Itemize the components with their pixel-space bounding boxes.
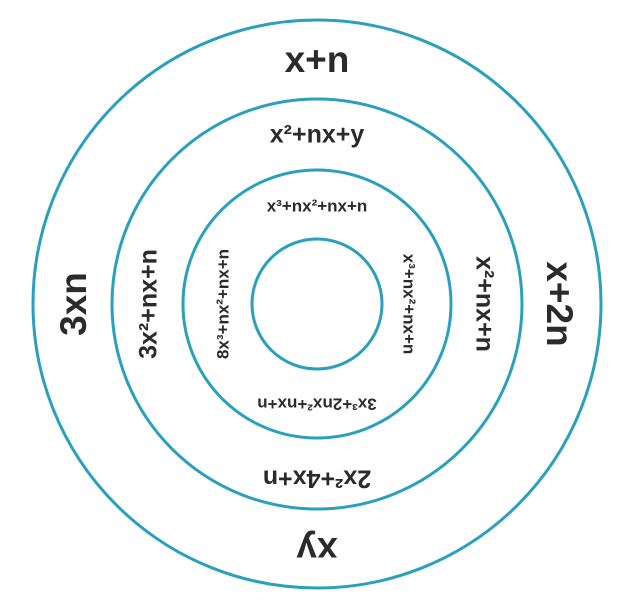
inner-ring-bottom-label: 3x³+2nx²+nx+n: [257, 395, 377, 414]
middle-ring-left-label: 3x²+nx+n: [135, 249, 163, 359]
outer-ring-bottom-label: xy: [296, 530, 338, 571]
middle-ring-top-label: x²+nx+y: [270, 121, 365, 149]
outer-ring-top-label: x+n: [285, 39, 350, 80]
inner-ring-left-label: 8x³+nx²+nx+n: [213, 249, 232, 359]
center-circle: [250, 237, 384, 371]
outer-ring: [31, 18, 603, 590]
inner-ring-top-label: x³+nx²+nx+n: [267, 196, 368, 215]
inner-ring: [181, 168, 453, 440]
inner-ring-right-label: x³+nx²+nx+n: [400, 254, 419, 355]
middle-ring-right-label: x²+nx+n: [470, 256, 498, 352]
middle-ring: [110, 97, 524, 511]
outer-ring-right-label: x+2n: [539, 261, 580, 346]
middle-ring-bottom-label: 2x²+4x+n: [263, 464, 371, 492]
outer-ring-left-label: 3xn: [53, 272, 94, 336]
